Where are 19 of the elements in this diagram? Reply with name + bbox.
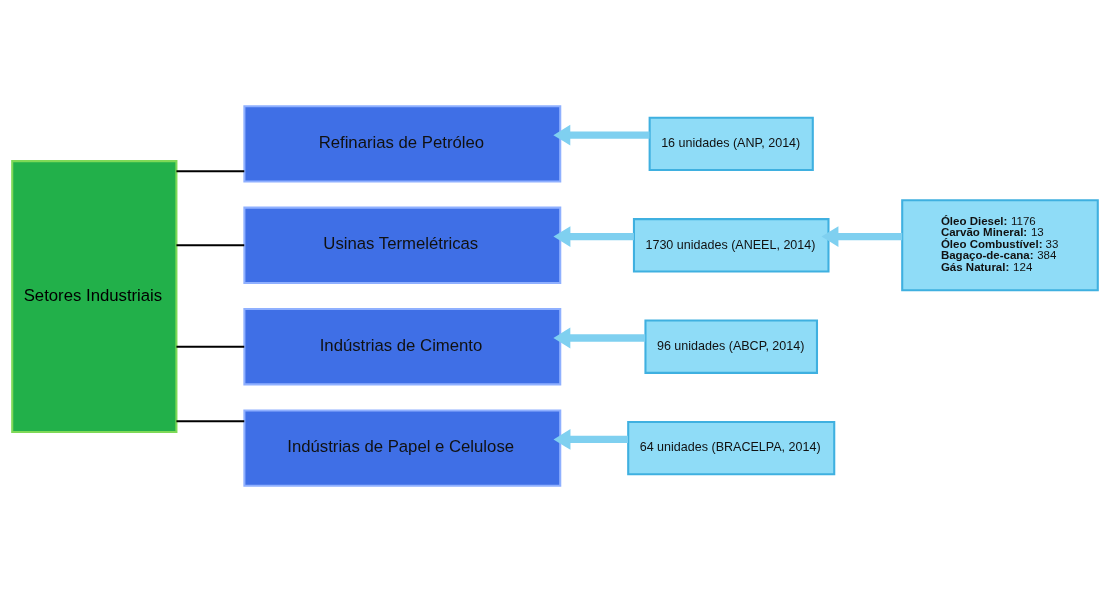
node-box: Indústrias de Cimento [243, 308, 562, 386]
connector [176, 420, 245, 423]
arrow [553, 327, 646, 349]
node-box: Usinas Termelétricas [243, 206, 562, 284]
arrow [553, 429, 629, 450]
arrow [553, 124, 650, 146]
node-box: Setores Industriais [11, 160, 178, 433]
node-box: 64 unidades (BRACELPA, 2014) [627, 420, 836, 476]
connector [176, 244, 245, 247]
node-box: 96 unidades (ABCP, 2014) [644, 319, 819, 374]
arrow [553, 226, 634, 247]
node-box: 16 unidades (ANP, 2014) [648, 116, 814, 172]
node-box: 1730 unidades (ANEEL, 2014) [632, 218, 830, 273]
connector [176, 345, 245, 348]
node-box: Óleo Diesel: 1176 Carvão Mineral: 13 Óleo Combustível: 33 Bagaço-de-cana: 384 Gás Natural: 124 [901, 199, 1099, 292]
arrow [821, 226, 903, 247]
node-box: Refinarias de Petróleo [243, 105, 562, 183]
connector [176, 170, 245, 173]
node-box: Indústrias de Papel e Celulose [243, 409, 562, 487]
